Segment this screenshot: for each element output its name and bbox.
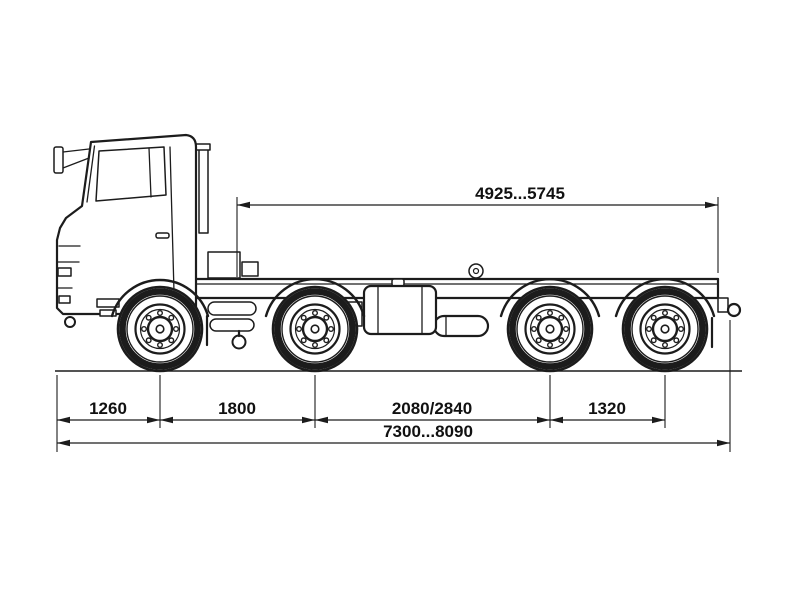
cab <box>53 133 198 317</box>
wheel-axle-1 <box>118 287 202 371</box>
rear-tow-hitch <box>726 302 742 318</box>
fenders <box>110 278 716 318</box>
rear-hitch-bracket <box>717 297 729 313</box>
dimension-top-span: 4925...5745 <box>236 184 719 277</box>
mirror-arm-upper <box>62 148 90 153</box>
dimension-label-axle-1-2: 1800 <box>218 399 256 418</box>
windshield-inner-line <box>86 145 96 203</box>
dimension-axle-3-4: 1320 <box>550 399 665 424</box>
fender-axle-4 <box>614 278 716 318</box>
front-tow-loop <box>231 334 247 350</box>
wheel-axle-4 <box>623 287 707 371</box>
chassis-frame <box>194 277 720 300</box>
headlamp <box>57 267 72 277</box>
wheel-axle-2 <box>273 287 357 371</box>
valve-block <box>241 261 259 277</box>
fog-lamp <box>58 295 71 304</box>
mirror-arm-lower <box>62 157 90 169</box>
dimension-label-overall-length: 7300...8090 <box>383 422 473 441</box>
front-tow-hook <box>64 316 76 328</box>
dimension-overall-length: 7300...8090 <box>57 422 730 447</box>
dimension-label-top-span: 4925...5745 <box>475 184 565 203</box>
cab-step-lower <box>99 309 117 317</box>
fuel-tank <box>362 278 438 336</box>
window-divider <box>148 147 152 198</box>
air-intake-cap <box>195 143 211 151</box>
wheel-axle-3 <box>508 287 592 371</box>
door-seam <box>169 146 175 293</box>
dimension-label-axle-2-3: 2080/2840 <box>392 399 472 418</box>
air-intake-stack <box>198 148 209 234</box>
behind-cab-box <box>207 251 241 279</box>
air-tank-upper <box>207 301 257 316</box>
frame-top-cylinder-core <box>472 267 480 275</box>
side-mirror <box>53 146 64 174</box>
dimension-front-overhang: 1260 <box>57 399 160 424</box>
dimension-label-axle-3-4: 1320 <box>588 399 626 418</box>
door-handle <box>155 232 170 239</box>
dimension-label-front-overhang: 1260 <box>89 399 127 418</box>
muffler <box>432 314 490 338</box>
fender-axle-1 <box>110 278 210 318</box>
dimension-axle-2-3: 2080/2840 <box>315 399 550 424</box>
fuel-tank-body <box>362 284 438 336</box>
fender-axle-3 <box>499 278 601 318</box>
frame-top-cylinder <box>468 263 484 279</box>
fender-axle-2 <box>264 278 366 318</box>
dimension-axle-1-2: 1800 <box>160 399 315 424</box>
air-tank-lower <box>209 318 255 332</box>
side-window <box>95 146 167 202</box>
